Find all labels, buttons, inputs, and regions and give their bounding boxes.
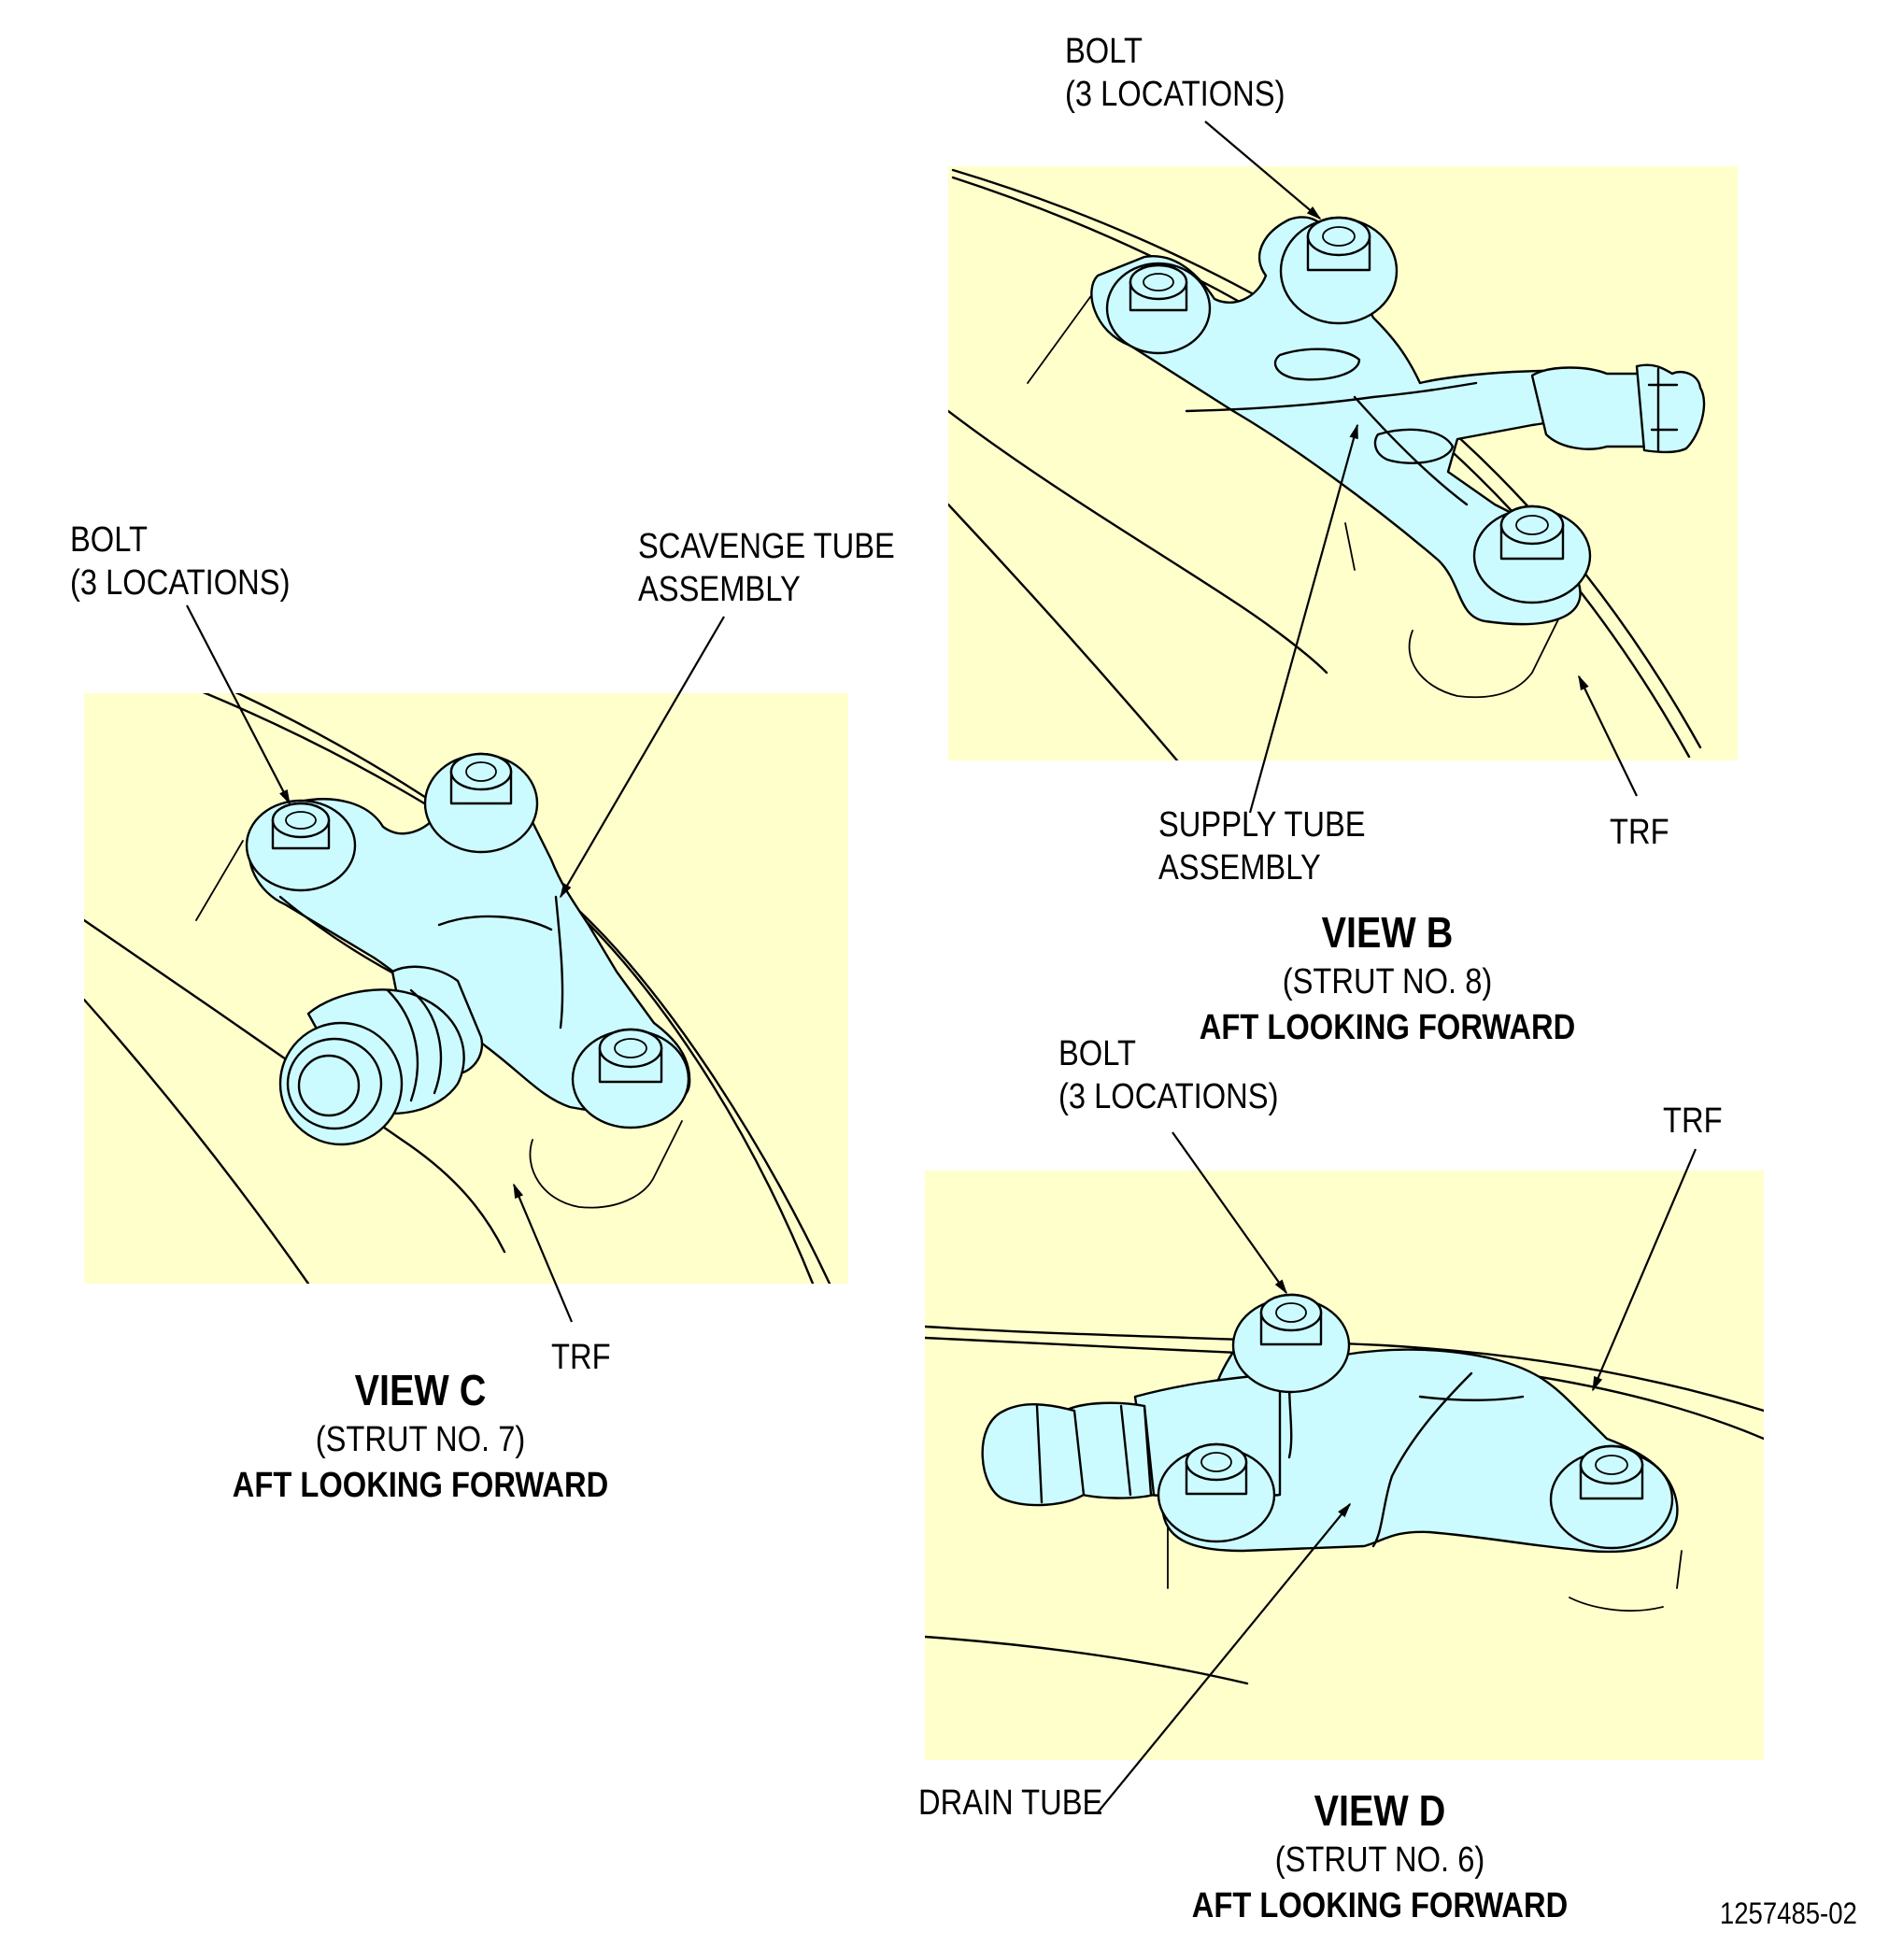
view-d-bolt-text: BOLT (1058, 1034, 1136, 1073)
view-c-scavenge-line-1: SCAVENGE TUBE (638, 527, 895, 566)
view-d-strut: (STRUT NO. 6) (1274, 1840, 1485, 1880)
view-c-drawing (84, 604, 848, 1323)
view-c-scavenge-line-2: ASSEMBLY (638, 570, 801, 609)
view-b-bolt-count: (3 LOCATIONS) (1065, 75, 1285, 114)
view-c-bolt (571, 1028, 690, 1129)
view-d-drain-leader (1097, 1502, 1352, 1813)
view-d-drain-tube-label: DRAIN TUBE (918, 1783, 1103, 1823)
view-b-trf-leader (1578, 675, 1638, 797)
view-c-trf-label: TRF (551, 1338, 611, 1377)
view-b-bolt (1105, 262, 1212, 355)
view-b-bolt (1279, 216, 1399, 325)
view-b-bolt-text: BOLT (1065, 32, 1143, 71)
view-d-bolt-label: BOLT (3 LOCATIONS) (1058, 1032, 1278, 1118)
view-b-bolt-label: BOLT (3 LOCATIONS) (1065, 30, 1285, 116)
view-d-drawing (925, 1131, 1764, 1813)
view-c-bolt-label: BOLT (3 LOCATIONS) (70, 518, 290, 604)
view-d-bolt (1549, 1444, 1674, 1550)
view-d-direction: AFT LOOKING FORWARD (1191, 1886, 1569, 1925)
view-b-bolt-leader (1204, 121, 1322, 220)
view-c-scavenge-leader (560, 616, 725, 899)
view-b-supply-tube-label: SUPPLY TUBE ASSEMBLY (1158, 803, 1366, 889)
view-d-title: VIEW D (1314, 1786, 1446, 1835)
view-b-supply-line-2: ASSEMBLY (1158, 848, 1321, 888)
view-b-caption: VIEW B (STRUT NO. 8) AFT LOOKING FORWARD (1200, 906, 1575, 1050)
view-d-trf-label: TRF (1663, 1101, 1723, 1141)
view-b-supply-leader (1248, 423, 1359, 814)
view-d-trf-leader (1591, 1148, 1697, 1392)
view-d-caption: VIEW D (STRUT NO. 6) AFT LOOKING FORWARD (1192, 1784, 1568, 1928)
view-b-title: VIEW B (1321, 908, 1454, 957)
view-c-bolt-text: BOLT (70, 520, 148, 560)
figure-number: 1257485-02 (1720, 1896, 1857, 1930)
view-c-direction: AFT LOOKING FORWARD (232, 1466, 609, 1505)
view-b-drawing (948, 121, 1738, 814)
view-d-bolt-count: (3 LOCATIONS) (1058, 1077, 1279, 1116)
view-d-bolt (1231, 1293, 1351, 1394)
view-b-bolt (1472, 504, 1592, 604)
view-d-bolt-leader (1172, 1131, 1287, 1295)
view-b-strut: (STRUT NO. 8) (1282, 962, 1493, 1001)
view-d-tube-fitting (981, 1403, 1086, 1507)
view-c-scavenge-tube-label: SCAVENGE TUBE ASSEMBLY (638, 525, 895, 611)
view-b-supply-line-1: SUPPLY TUBE (1158, 805, 1366, 845)
view-b-trf-label: TRF (1610, 813, 1669, 852)
view-b-direction: AFT LOOKING FORWARD (1199, 1008, 1576, 1047)
view-c-title: VIEW C (354, 1366, 487, 1414)
view-c-bolt (245, 799, 357, 892)
view-c-caption: VIEW C (STRUT NO. 7) AFT LOOKING FORWARD (233, 1364, 608, 1508)
view-c-strut: (STRUT NO. 7) (315, 1420, 526, 1459)
view-c-trf-leader (512, 1183, 574, 1323)
view-c-bolt-count: (3 LOCATIONS) (70, 563, 291, 603)
view-d-bolt (1157, 1442, 1276, 1543)
view-c-bolt-leader (186, 604, 291, 805)
view-c-bolt (423, 752, 539, 854)
